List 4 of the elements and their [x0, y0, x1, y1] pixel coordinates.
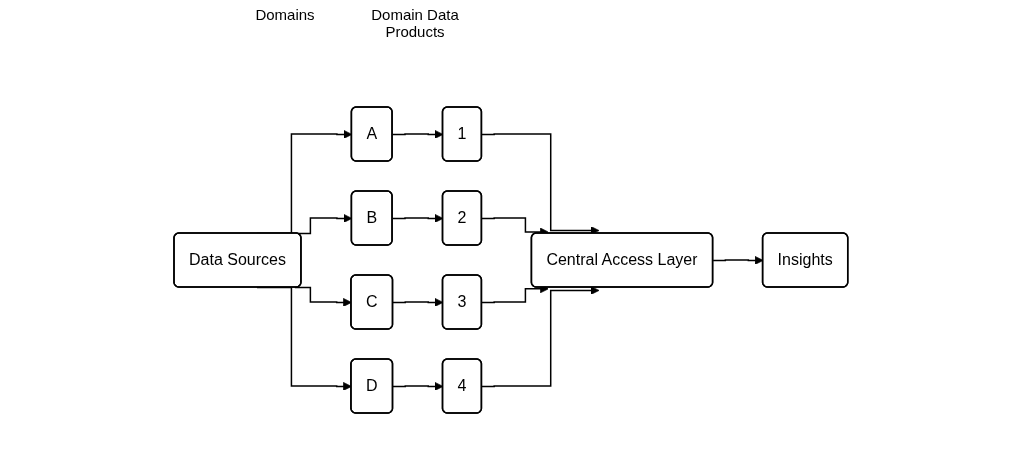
arrow [481, 286, 600, 388]
arrow [481, 133, 600, 235]
column-heading: Domain Data Products [370, 6, 460, 40]
column-heading: Domains [254, 6, 316, 23]
